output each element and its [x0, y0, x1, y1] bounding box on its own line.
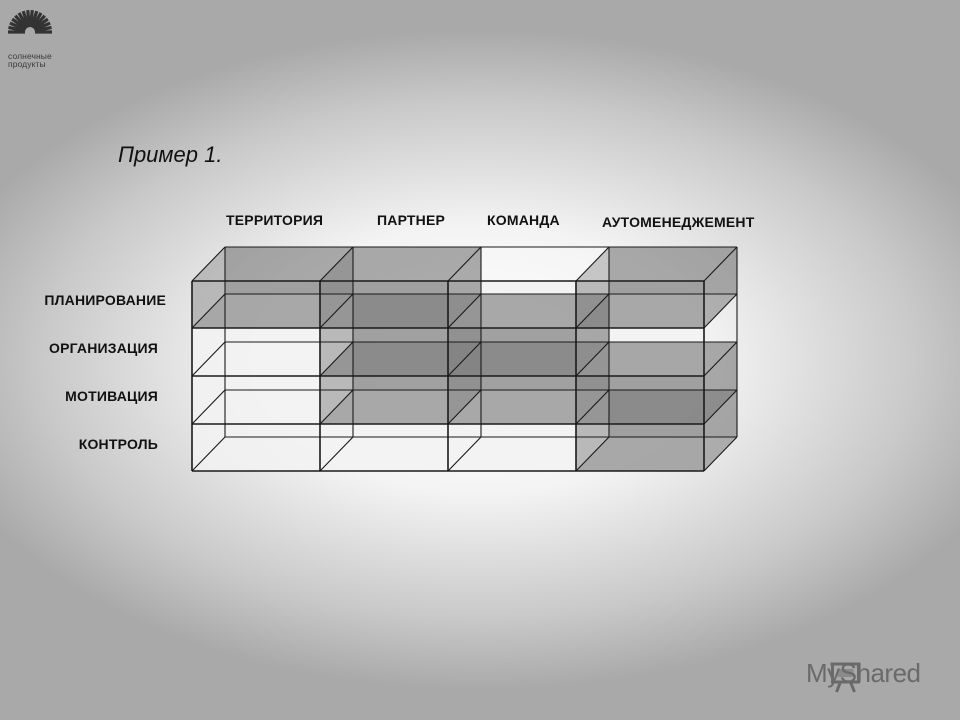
depth-edge — [575, 293, 610, 329]
shaded-cell-side — [704, 342, 737, 424]
shaded-cell-bottom — [192, 294, 353, 328]
shaded-cell-top — [576, 342, 737, 376]
depth-edge — [319, 341, 354, 377]
watermark-text: MyShared — [806, 658, 921, 688]
shaded-cell-back — [609, 390, 737, 437]
shaded-cell-back — [481, 342, 609, 390]
sun-logo-icon — [8, 9, 52, 34]
depth-edge — [703, 293, 738, 329]
shaded-cell-bottom — [576, 437, 737, 471]
shaded-cell-side — [448, 294, 481, 376]
depth-edge — [575, 436, 610, 472]
column-header-partner: ПАРТНЕР — [377, 212, 446, 228]
depth-edge — [191, 293, 226, 329]
shaded-cell-back — [353, 294, 481, 342]
shaded-cell-top — [320, 294, 481, 328]
depth-edge — [447, 341, 482, 377]
depth-edge — [447, 389, 482, 425]
shaded-cell-back — [353, 247, 481, 294]
shaded-cell-bottom — [320, 390, 481, 424]
depth-edge — [191, 246, 226, 282]
column-header-automanagement: АУТОМЕНЕДЖЕМЕНТ — [602, 214, 755, 230]
shaded-cell-top — [320, 342, 481, 376]
depth-edge — [319, 246, 354, 282]
shaded-cell-back — [225, 247, 353, 294]
shaded-cell-bottom — [320, 342, 481, 376]
shaded-cell-front — [448, 376, 576, 424]
shaded-cell-side — [576, 342, 609, 424]
shaded-cell-top — [576, 390, 737, 424]
depth-edge — [319, 293, 354, 329]
shaded-cell-back — [481, 294, 609, 342]
shaded-cell-back — [609, 247, 737, 294]
shaded-cell-front — [320, 376, 448, 424]
shaded-cell-top — [448, 294, 609, 328]
shaded-cell-side — [320, 247, 353, 328]
shaded-cell-back — [609, 342, 737, 390]
shaded-cell-side — [448, 247, 481, 328]
depth-edge — [575, 341, 610, 377]
logo-line-1: солнечные — [8, 51, 52, 61]
shaded-cell-side — [448, 342, 481, 424]
depth-edge — [447, 246, 482, 282]
depth-edge — [447, 293, 482, 329]
shaded-cell-side — [704, 247, 737, 328]
depth-edge — [703, 389, 738, 425]
shaded-cell-side — [576, 294, 609, 376]
column-header-territory: ТЕРРИТОРИЯ — [226, 212, 324, 228]
depth-edge — [319, 436, 354, 472]
depth-edge — [703, 341, 738, 377]
depth-edge — [447, 436, 482, 472]
shaded-cell-top — [576, 247, 737, 281]
shaded-cell-bottom — [448, 342, 609, 376]
shaded-cell-front — [320, 328, 448, 376]
depth-edge — [703, 436, 738, 472]
depth-edge — [191, 341, 226, 377]
shaded-cell-front — [320, 281, 448, 328]
shaded-cell-top — [448, 342, 609, 376]
shaded-cell-side — [704, 390, 737, 471]
depth-edge — [191, 389, 226, 425]
row-header-planning: ПЛАНИРОВАНИЕ — [44, 292, 166, 308]
logo-caption: солнечные продукты — [8, 51, 52, 69]
shaded-cell-top — [192, 247, 353, 281]
shaded-cell-front — [448, 328, 576, 376]
shaded-cell-front — [192, 281, 320, 328]
myshared-logo-icon — [830, 662, 861, 693]
shaded-cell-front — [576, 376, 704, 424]
shaded-cell-top — [320, 247, 481, 281]
depth-edge — [703, 246, 738, 282]
depth-edge — [575, 246, 610, 282]
row-header-control: КОНТРОЛЬ — [78, 436, 158, 452]
depth-edge — [191, 436, 226, 472]
shaded-cell-front — [576, 424, 704, 471]
shaded-cell-bottom — [448, 390, 609, 424]
shaded-cell-back — [353, 342, 481, 390]
row-header-motivation: МОТИВАЦИЯ — [65, 388, 158, 404]
slide-title: Пример 1. — [118, 142, 223, 167]
depth-edge — [319, 389, 354, 425]
shaded-cell-bottom — [576, 294, 737, 328]
column-header-team: КОМАНДА — [487, 212, 560, 228]
logo-line-2: продукты — [8, 59, 46, 69]
shaded-cell-bottom — [576, 390, 737, 424]
row-header-organization: ОРГАНИЗАЦИЯ — [49, 340, 158, 356]
shaded-cell-bottom — [320, 294, 481, 328]
depth-edge — [575, 389, 610, 425]
shaded-cell-front — [576, 281, 704, 328]
